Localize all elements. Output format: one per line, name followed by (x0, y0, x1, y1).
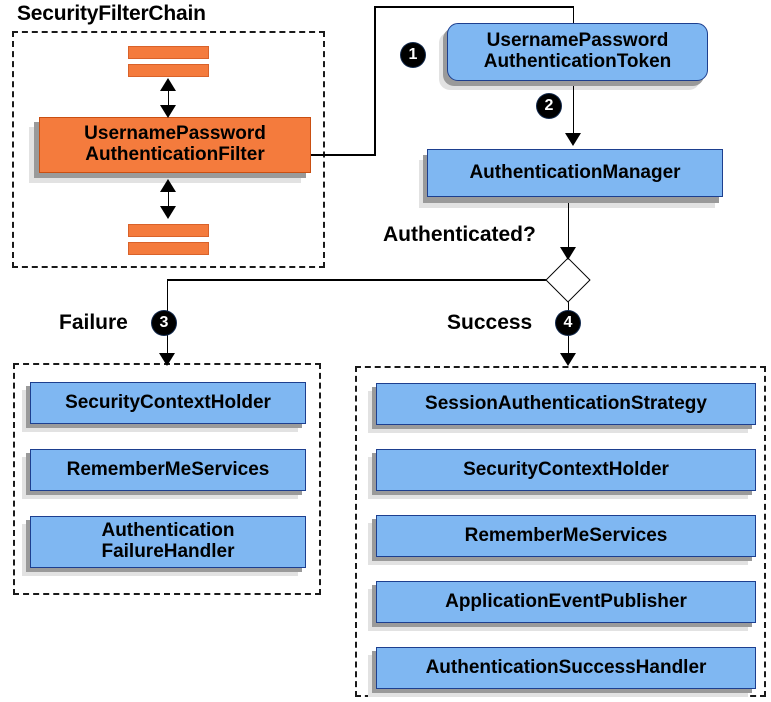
filter-link-top-arrow-up (160, 78, 176, 91)
security-filter-chain-title: SecurityFilterChain (17, 2, 206, 25)
node-success-application-event-publisher[interactable]: ApplicationEventPublisher (376, 581, 756, 623)
node-success-authentication-success-handler[interactable]: AuthenticationSuccessHandler (376, 647, 756, 689)
failure-box-1-label: RememberMeServices (66, 458, 270, 480)
failure-box-0-label: SecurityContextHolder (65, 391, 271, 413)
edge-token-to-manager-line (572, 81, 575, 135)
node-failure-remember-me-services[interactable]: RememberMeServices (30, 449, 306, 491)
node-success-remember-me-services[interactable]: RememberMeServices (376, 515, 756, 557)
filter-bar-2 (128, 64, 209, 77)
edge-filter-to-token-v (374, 6, 376, 156)
filter-bar-4 (128, 242, 209, 255)
edge-filter-to-token-h1 (311, 154, 375, 156)
node-success-session-authentication-strategy[interactable]: SessionAuthenticationStrategy (376, 383, 756, 425)
filter-link-top-arrow-down (160, 105, 176, 118)
edge-failure-h (167, 279, 546, 281)
manager-node-label: AuthenticationManager (469, 161, 681, 183)
edge-manager-to-decision-line (567, 197, 570, 252)
success-box-3-label: ApplicationEventPublisher (445, 590, 687, 612)
node-success-security-context-holder[interactable]: SecurityContextHolder (376, 449, 756, 491)
failure-branch-label: Failure (59, 311, 128, 334)
success-box-1-label: SecurityContextHolder (463, 458, 669, 480)
node-username-password-authentication-token[interactable]: UsernamePassword AuthenticationToken (447, 23, 708, 81)
filter-link-top-line (167, 84, 170, 112)
filter-bar-1 (128, 46, 209, 59)
node-username-password-authentication-filter[interactable]: UsernamePassword AuthenticationFilter (39, 117, 311, 173)
badge-step-4: 4 (556, 311, 580, 335)
filter-link-bottom-line (167, 185, 170, 213)
filter-link-bottom-arrow-up (160, 179, 176, 192)
success-box-4-label: AuthenticationSuccessHandler (425, 656, 707, 678)
edge-filter-to-token-h2 (374, 6, 574, 8)
success-box-2-label: RememberMeServices (464, 524, 668, 546)
badge-step-2: 2 (537, 94, 561, 118)
edge-manager-to-decision-arrow (560, 247, 576, 260)
node-failure-authentication-failure-handler[interactable]: Authentication FailureHandler (30, 516, 306, 568)
success-branch-label: Success (447, 311, 533, 334)
token-node-label: UsernamePassword AuthenticationToken (483, 30, 672, 72)
decision-diamond (545, 257, 591, 303)
node-failure-security-context-holder[interactable]: SecurityContextHolder (30, 382, 306, 424)
filter-bar-3 (128, 224, 209, 237)
edge-success-arrow (560, 353, 576, 366)
edge-failure-arrow (159, 353, 175, 366)
edge-token-to-manager-arrow (565, 133, 581, 146)
badge-step-3: 3 (152, 311, 176, 335)
node-authentication-manager[interactable]: AuthenticationManager (427, 149, 723, 197)
filter-node-label: UsernamePassword AuthenticationFilter (84, 123, 266, 165)
success-box-0-label: SessionAuthenticationStrategy (425, 392, 707, 414)
failure-box-2-label: Authentication FailureHandler (101, 520, 235, 562)
edge-filter-to-token-drop (572, 6, 575, 28)
filter-link-bottom-arrow-down (160, 206, 176, 219)
badge-step-1: 1 (401, 43, 425, 67)
decision-question-label: Authenticated? (383, 223, 536, 246)
security-filter-chain-group (12, 31, 325, 268)
